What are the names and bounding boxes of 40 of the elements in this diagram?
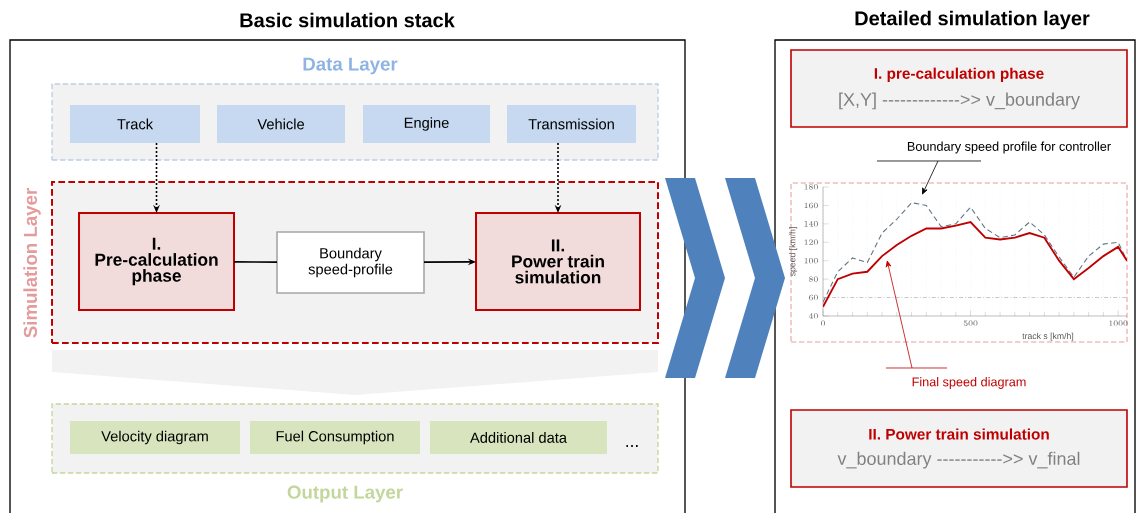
output-box: Velocity diagram xyxy=(70,421,240,454)
line-series xyxy=(823,202,1127,303)
layer-title: Output Layer xyxy=(287,485,403,503)
y-tick-label: 180 xyxy=(804,184,818,190)
chevron-arrow xyxy=(665,178,785,378)
layer-title: Data Layer xyxy=(303,57,398,75)
annotation-text: Final speed diagram xyxy=(912,377,1026,389)
output-box: Additional data xyxy=(430,421,607,454)
y-axis-title: speed [km/h] xyxy=(789,227,798,277)
layer-title: Simulation Layer xyxy=(23,188,41,338)
y-tick-label: 160 xyxy=(804,202,818,209)
phase-box: II. Power train simulation v_boundary ----------->> v_final xyxy=(790,409,1128,488)
panel-title: Basic simulation stack xyxy=(240,12,455,28)
y-tick-label: 60 xyxy=(809,294,818,301)
y-tick-label: 120 xyxy=(804,239,818,246)
output-box: Fuel Consumption xyxy=(250,421,420,454)
x-tick-label: 500 xyxy=(963,320,978,327)
leader-line xyxy=(885,260,948,369)
y-tick-label: 100 xyxy=(804,257,818,264)
phase-box: I. pre-calculation phase [X,Y] ------------->> v_boundary xyxy=(790,49,1128,128)
panel-title: Detailed simulation layer xyxy=(855,10,1090,30)
process-box: Boundary speed-profile xyxy=(276,231,425,294)
data-box: Engine xyxy=(363,105,490,143)
x-tick-label: 0 xyxy=(821,320,825,327)
data-box: Track xyxy=(70,105,200,143)
connector-line xyxy=(233,261,278,263)
data-box: Vehicle xyxy=(217,105,345,143)
phase-box: II. Power train simulation xyxy=(475,212,641,311)
annotation-text: Boundary speed profile for controller xyxy=(907,141,1111,154)
y-tick-label: 80 xyxy=(809,276,818,282)
phase-box: I. Pre-calculation phase xyxy=(78,212,235,311)
y-tick-label: 140 xyxy=(804,221,818,227)
leader-line xyxy=(876,160,982,195)
data-box: Transmission xyxy=(507,105,636,143)
x-axis-title: track s [km/h] xyxy=(1022,332,1074,341)
x-tick-label: 1000 xyxy=(1109,320,1128,327)
y-tick-label: 40 xyxy=(808,313,818,319)
line-series xyxy=(823,221,1127,308)
chart-frame xyxy=(790,182,1128,343)
ellipsis-label: ... xyxy=(626,445,638,447)
